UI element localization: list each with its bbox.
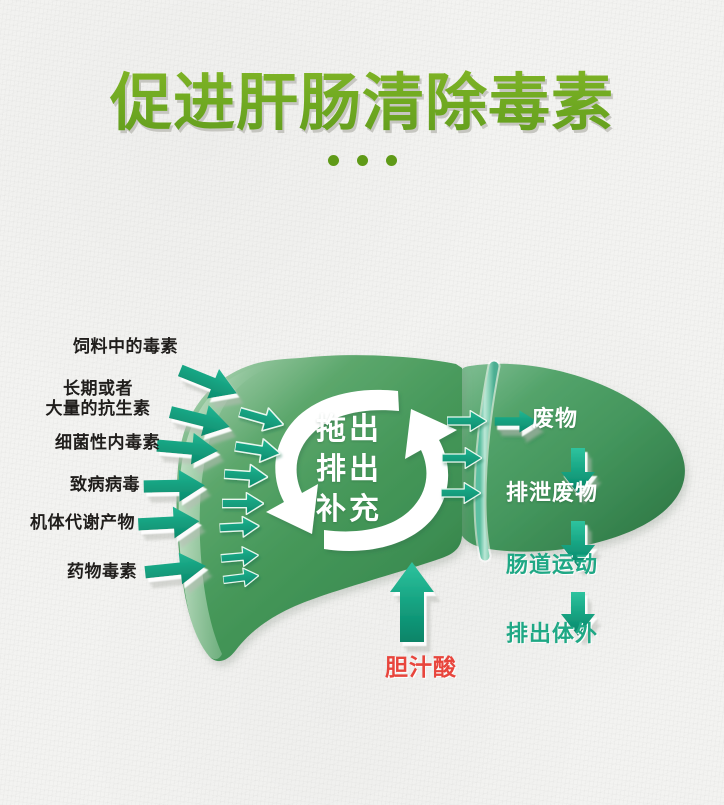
title-dot-1 [327, 155, 339, 167]
label-feed-toxin: 饲料中的毒素 [73, 337, 178, 357]
down-arrow-1 [561, 448, 595, 494]
label-excrete-waste: 排泄废物 [506, 481, 599, 506]
label-bile-acid: 胆汁酸 [385, 655, 457, 681]
page-title: 促进肝肠清除毒素 [0, 0, 724, 135]
bile-duct-tube [473, 359, 501, 563]
header: 促进肝肠清除毒素 [0, 0, 724, 167]
label-antibiotics: 长期或者 大量的抗生素 [45, 379, 151, 420]
label-bacterial-toxin: 细菌性内毒素 [55, 433, 160, 453]
down-arrow-2 [561, 521, 595, 567]
label-waste: 废物 [532, 407, 579, 432]
label-drug-toxin: 药物毒素 [67, 562, 137, 582]
label-expel-out-body: 排出体外 [506, 622, 599, 647]
label-metabolite: 机体代谢产物 [30, 513, 135, 533]
label-intestinal-motion: 肠道运动 [506, 553, 599, 578]
recycle-cycle-icon [266, 389, 457, 551]
bile-acid-up-arrow [390, 562, 434, 642]
title-dot-2 [356, 155, 368, 167]
title-dots-divider [0, 155, 724, 167]
label-pathogenic-virus: 致病病毒 [70, 475, 140, 495]
down-arrow-3 [561, 592, 595, 636]
title-dot-3 [385, 155, 397, 167]
downward-chain-arrows [561, 448, 595, 636]
cycle-text: 拖出 排出 补充 [316, 412, 382, 527]
